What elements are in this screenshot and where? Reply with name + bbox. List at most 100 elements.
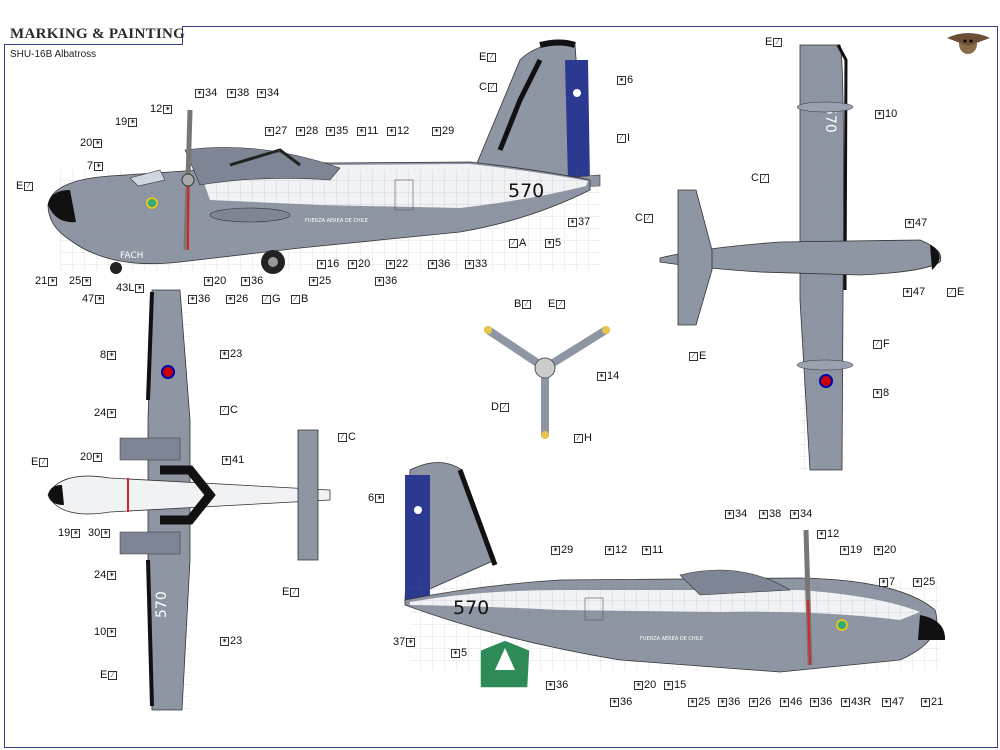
callout: ⁄F — [873, 339, 890, 350]
star-icon: ✶ — [874, 546, 883, 555]
star-icon: ✶ — [725, 510, 734, 519]
fin-blue-rudder — [565, 60, 590, 182]
callout: E⁄ — [548, 299, 566, 310]
callout: ✶23 — [220, 348, 243, 360]
callout: ⁄I — [617, 133, 630, 144]
callout: ✶34 — [257, 87, 280, 99]
star-icon: ✶ — [93, 139, 103, 148]
callout: ✶20 — [348, 258, 371, 270]
star-icon: ✶ — [163, 105, 173, 114]
wing-engine — [184, 147, 341, 186]
callout: ⁄H — [574, 433, 592, 444]
star-icon: ✶ — [348, 260, 357, 269]
callout: ✶36 — [375, 275, 398, 287]
side-profile-right: 570 FACH FUERZA AEREA DE CHILE — [404, 462, 946, 681]
side-profile-left: 570 FACH FUERZA AEREA DE CHILE — [47, 39, 601, 274]
callout: 19✶ — [58, 527, 81, 539]
callout: ✶19 — [840, 544, 863, 556]
callout: 30✶ — [88, 527, 111, 539]
star-icon: ✶ — [840, 546, 849, 555]
callout: 19✶ — [115, 116, 138, 128]
callout: B⁄ — [514, 299, 532, 310]
star-icon: ✶ — [226, 295, 235, 304]
callout: ✶14 — [597, 370, 620, 382]
brush-icon: ⁄ — [487, 83, 497, 92]
callout: ✶5 — [451, 647, 468, 659]
callout: ✶36 — [546, 679, 569, 691]
star-icon: ✶ — [82, 277, 92, 286]
callout: ✶25 — [309, 275, 332, 287]
star-icon: ✶ — [817, 530, 826, 539]
callout: ✶36 — [810, 696, 833, 708]
star-icon: ✶ — [568, 218, 577, 227]
star-icon: ✶ — [546, 681, 555, 690]
callout: C⁄ — [751, 173, 769, 184]
callout: ⁄E — [689, 351, 706, 362]
callout: E⁄ — [16, 181, 34, 192]
callout: 20✶ — [80, 137, 103, 149]
callout: ✶12 — [605, 544, 628, 556]
callout: 47✶ — [82, 293, 105, 305]
callout: ✶47 — [882, 696, 905, 708]
brush-icon: ⁄ — [499, 403, 509, 412]
star-icon: ✶ — [309, 277, 318, 286]
callout: 12✶ — [150, 103, 173, 115]
callout: ✶15 — [664, 679, 687, 691]
callout: 25✶ — [69, 275, 92, 287]
star-icon: ✶ — [634, 681, 643, 690]
star-icon: ✶ — [759, 510, 768, 519]
star-icon: ✶ — [688, 698, 697, 707]
star-icon: ✶ — [107, 351, 117, 360]
star-icon: ✶ — [780, 698, 789, 707]
brush-icon: ⁄ — [689, 352, 698, 361]
callout: C⁄ — [479, 82, 497, 93]
callout: ✶38 — [227, 87, 250, 99]
callout: ⁄B — [291, 294, 308, 305]
callout: ✶8 — [873, 387, 890, 399]
callout: ✶10 — [875, 108, 898, 120]
star-icon: ✶ — [107, 628, 117, 637]
star-icon: ✶ — [387, 127, 396, 136]
serial-number-right: 570 — [453, 597, 489, 619]
callout: ✶36 — [428, 258, 451, 270]
callout: C⁄ — [635, 213, 653, 224]
callout: ✶20 — [634, 679, 657, 691]
callout: ⁄A — [509, 238, 526, 249]
fin-star-left — [573, 89, 581, 97]
callout: ✶34 — [725, 508, 748, 520]
star-icon: ✶ — [879, 578, 888, 587]
brush-icon: ⁄ — [24, 182, 34, 191]
callout: ✶25 — [913, 576, 936, 588]
star-icon: ✶ — [913, 578, 922, 587]
belly-lettering-left: FUERZA AEREA DE CHILE — [305, 218, 368, 224]
callout: 24✶ — [94, 407, 117, 419]
star-icon: ✶ — [48, 277, 58, 286]
star-icon: ✶ — [222, 456, 231, 465]
star-icon: ✶ — [93, 453, 103, 462]
callout: ✶38 — [759, 508, 782, 520]
star-icon: ✶ — [220, 637, 229, 646]
star-icon: ✶ — [718, 698, 727, 707]
star-icon: ✶ — [903, 288, 912, 297]
brush-icon: ⁄ — [262, 295, 271, 304]
star-icon: ✶ — [227, 89, 236, 98]
callout: ✶34 — [195, 87, 218, 99]
star-icon: ✶ — [101, 529, 111, 538]
star-icon: ✶ — [451, 649, 460, 658]
callout: ✶5 — [545, 237, 562, 249]
callout: 24✶ — [94, 569, 117, 581]
callout: ✶12 — [387, 125, 410, 137]
callout: ✶7 — [879, 576, 896, 588]
fach-label-right: FACH — [850, 671, 873, 681]
star-icon: ✶ — [296, 127, 305, 136]
callout: ✶16 — [317, 258, 340, 270]
callout: ⁄G — [262, 294, 281, 305]
callout: 21✶ — [35, 275, 58, 287]
star-icon: ✶ — [220, 350, 229, 359]
star-icon: ✶ — [749, 698, 758, 707]
callout: 7✶ — [87, 160, 104, 172]
fach-label-left: FACH — [120, 251, 143, 261]
star-icon: ✶ — [241, 277, 250, 286]
under-tailplane — [297, 429, 319, 561]
star-icon: ✶ — [107, 571, 117, 580]
